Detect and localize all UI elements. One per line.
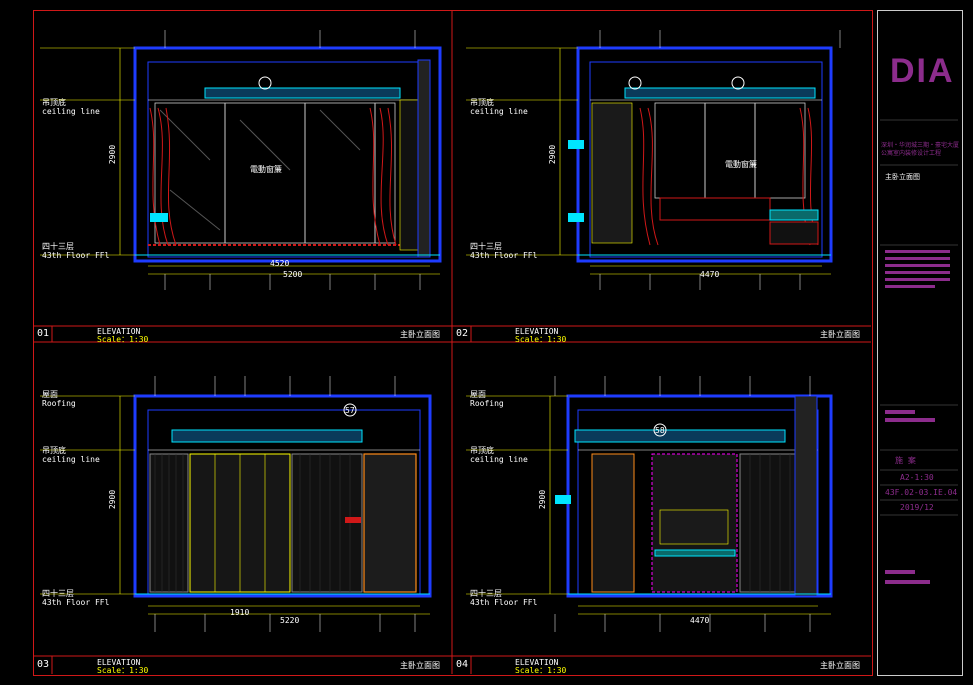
panel-02-curtain-label: 電動窗簾 <box>725 160 757 169</box>
panel-03-roof-label: 屋面 <box>42 390 58 399</box>
panel-03-scale: Scale：1:30 <box>97 666 149 675</box>
panel-03-dim-total: 5220 <box>280 616 300 625</box>
panel-02-floor-label: 四十三层 <box>470 242 502 251</box>
panel-01-cn-title: 主卧立面图 <box>400 330 440 339</box>
panel-01-scale: Scale：1:30 <box>97 335 149 344</box>
dia-logo: DIA <box>890 52 955 90</box>
panel-01-ceiling-en: ceiling line <box>42 107 100 116</box>
elevation-02 <box>466 30 841 290</box>
panel-02-ceiling-en: ceiling line <box>470 107 528 116</box>
panel-04-floor-label: 四十三层 <box>470 589 502 598</box>
panel-04-roof-en: Roofing <box>470 399 504 408</box>
panel-04-kind: ELEVATION <box>515 658 559 667</box>
panel-02-scale: Scale：1:30 <box>515 335 567 344</box>
panel-03-dim-inner: 1910 <box>230 608 250 617</box>
panel-01-kind: ELEVATION <box>97 327 141 336</box>
elevation-04 <box>466 376 833 632</box>
panel-01-dim-inner: 4520 <box>270 259 290 268</box>
elevation-03 <box>40 376 432 632</box>
panel-04-height-dim: 2900 <box>538 489 548 510</box>
panel-04-section-tag: 58 <box>655 426 665 435</box>
panel-03-floor-label: 四十三层 <box>42 589 74 598</box>
panel-04-ceiling-label: 吊顶底 <box>470 446 494 455</box>
panel-04-number: 04 <box>456 659 469 670</box>
panel-01-number: 01 <box>37 328 50 339</box>
panel-04-dim-total: 4470 <box>690 616 710 625</box>
title-block <box>877 10 963 676</box>
sheet-frame <box>33 10 873 676</box>
panel-03-cn-title: 主卧立面图 <box>400 661 440 670</box>
elevation-01 <box>40 30 442 290</box>
panel-02-dim-total: 4470 <box>700 270 720 279</box>
panel-01-floor-en: 43th Floor FFl <box>42 251 110 260</box>
panel-03-section-tag: 57 <box>345 406 355 415</box>
panel-03-ceiling-label: 吊顶底 <box>42 446 66 455</box>
issue-date: 2019/12 <box>900 503 934 512</box>
panel-03-height-dim: 2900 <box>108 489 118 510</box>
panel-04-cn-title: 主卧立面图 <box>820 661 860 670</box>
panel-04-roof-label: 屋面 <box>470 390 486 399</box>
panel-02-cn-title: 主卧立面图 <box>820 330 860 339</box>
panel-01-floor-label: 四十三层 <box>42 242 74 251</box>
sheet-number: 43F.02-03.IE.04 <box>885 488 958 497</box>
panel-04-floor-en: 43th Floor FFl <box>470 598 538 607</box>
panel-04-scale: Scale：1:30 <box>515 666 567 675</box>
panel-03-floor-en: 43th Floor FFl <box>42 598 110 607</box>
panel-02-floor-en: 43th Floor FFl <box>470 251 538 260</box>
status: 施 案 <box>895 456 916 465</box>
drawing-title: 主卧立面图 <box>885 173 920 181</box>
panel-03-roof-en: Roofing <box>42 399 76 408</box>
panel-03-ceiling-en: ceiling line <box>42 455 100 464</box>
panel-02-ceiling-label: 吊顶底 <box>470 98 494 107</box>
panel-02-height-dim: 2900 <box>548 144 558 165</box>
panel-03-kind: ELEVATION <box>97 658 141 667</box>
scale-label: A2-1:30 <box>900 473 934 482</box>
panel-01-curtain-label: 電動窗簾 <box>250 165 282 174</box>
panel-01-ceiling-label: 吊顶底 <box>42 98 66 107</box>
panel-03-number: 03 <box>37 659 50 670</box>
panel-01-height-dim: 2900 <box>108 144 118 165</box>
panel-02-kind: ELEVATION <box>515 327 559 336</box>
panel-01-dim-total: 5200 <box>283 270 303 279</box>
panel-02-number: 02 <box>456 328 469 339</box>
project-subtitle: 公寓室内装修设计工程 <box>881 150 942 157</box>
project-name: 深圳・华润城三期・豪宅大厦 <box>881 142 960 149</box>
panel-04-ceiling-en: ceiling line <box>470 455 528 464</box>
